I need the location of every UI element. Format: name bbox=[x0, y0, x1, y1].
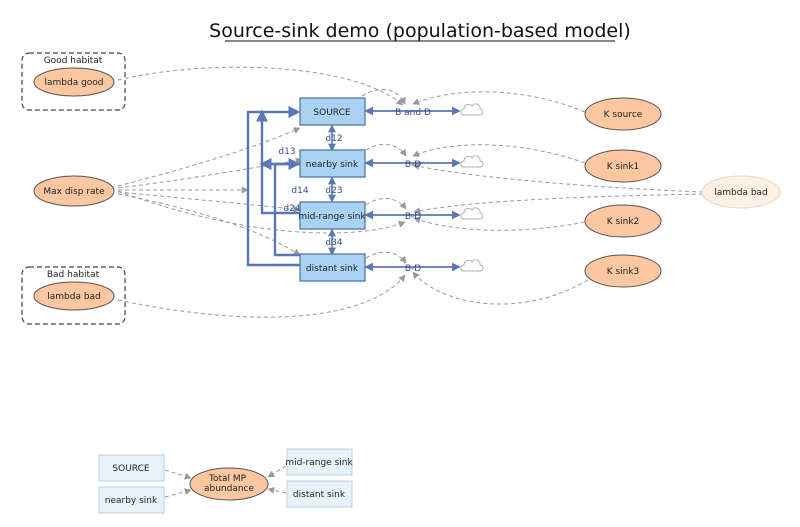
stock-source-label: SOURCE bbox=[313, 108, 350, 118]
summary-midrange-label: mid-range sink bbox=[285, 458, 353, 468]
var-max-disp-rate[interactable]: Max disp rate bbox=[33, 175, 115, 207]
var-k-sink1[interactable]: K sink1 bbox=[584, 149, 662, 183]
flow-label-d34: d34 bbox=[325, 238, 342, 248]
stock-nearby-sink-label: nearby sink bbox=[306, 160, 359, 170]
stock-distant-sink[interactable]: distant sink bbox=[299, 253, 366, 282]
flow-label-source-bd: B and D bbox=[395, 108, 431, 118]
var-k-source-label: K source bbox=[604, 110, 643, 120]
stock-mid-range-sink-label: mid-range sink bbox=[298, 212, 366, 222]
stock-distant-sink-label: distant sink bbox=[306, 264, 359, 274]
cloud-icon bbox=[460, 155, 484, 168]
summary-source-label: SOURCE bbox=[112, 464, 149, 474]
var-lambda-good: lambda good bbox=[44, 78, 103, 88]
module-bad-habitat[interactable]: Bad habitat lambda bad bbox=[21, 266, 126, 325]
summary-links bbox=[164, 465, 287, 498]
total-mp-line-2: abundance bbox=[204, 484, 255, 494]
var-k-sink2[interactable]: K sink2 bbox=[584, 204, 662, 238]
flow-label-distant-bd: B-D bbox=[405, 264, 421, 274]
flow-label-nearby-bd: B-D bbox=[405, 160, 421, 170]
summary-stock-midrange[interactable]: mid-range sink bbox=[285, 448, 353, 476]
dispersal-return-flows bbox=[246, 106, 301, 267]
module-good-label: Good habitat bbox=[44, 56, 103, 66]
stock-mid-range-sink[interactable]: mid-range sink bbox=[298, 201, 366, 230]
var-total-mp-abundance[interactable]: Total MP abundance bbox=[189, 467, 269, 501]
flow-label-d24: d24 bbox=[283, 204, 300, 214]
var-k-source[interactable]: K source bbox=[584, 97, 662, 131]
var-k-sink3-label: K sink3 bbox=[607, 267, 640, 277]
var-lambda-bad-ghost-label: lambda bad bbox=[714, 188, 768, 198]
cloud-icon bbox=[460, 207, 484, 220]
info-links bbox=[117, 66, 704, 318]
flow-label-d23: d23 bbox=[325, 186, 342, 196]
var-lambda-bad-ghost[interactable]: lambda bad bbox=[701, 175, 781, 209]
module-bad-label: Bad habitat bbox=[47, 270, 100, 280]
summary-stock-distant[interactable]: distant sink bbox=[286, 480, 353, 508]
var-k-sink1-label: K sink1 bbox=[607, 162, 640, 172]
flow-label-d13: d13 bbox=[278, 147, 295, 157]
flow-label-d12: d12 bbox=[325, 134, 342, 144]
summary-stock-source[interactable]: SOURCE bbox=[98, 454, 165, 482]
cloud-icon bbox=[460, 259, 484, 272]
summary-distant-label: distant sink bbox=[293, 490, 346, 500]
flow-label-mid-bd: B-D bbox=[405, 212, 421, 222]
stock-nearby-sink[interactable]: nearby sink bbox=[299, 149, 366, 178]
var-max-disp-rate-label: Max disp rate bbox=[43, 187, 105, 197]
summary-stock-nearby[interactable]: nearby sink bbox=[98, 486, 165, 514]
var-lambda-bad: lambda bad bbox=[47, 292, 101, 302]
total-mp-abundance-label: Total MP abundance bbox=[204, 474, 255, 494]
module-good-habitat[interactable]: Good habitat lambda good bbox=[21, 52, 126, 111]
birth-death-flows bbox=[364, 106, 461, 272]
diagram-title: Source-sink demo (population-based model… bbox=[209, 20, 631, 42]
stock-source[interactable]: SOURCE bbox=[299, 97, 366, 126]
var-k-sink2-label: K sink2 bbox=[607, 217, 640, 227]
var-k-sink3[interactable]: K sink3 bbox=[584, 254, 662, 288]
flow-label-d14: d14 bbox=[291, 186, 308, 196]
summary-nearby-label: nearby sink bbox=[105, 496, 158, 506]
cloud-icon bbox=[460, 103, 484, 116]
total-mp-line-1: Total MP bbox=[208, 474, 247, 484]
